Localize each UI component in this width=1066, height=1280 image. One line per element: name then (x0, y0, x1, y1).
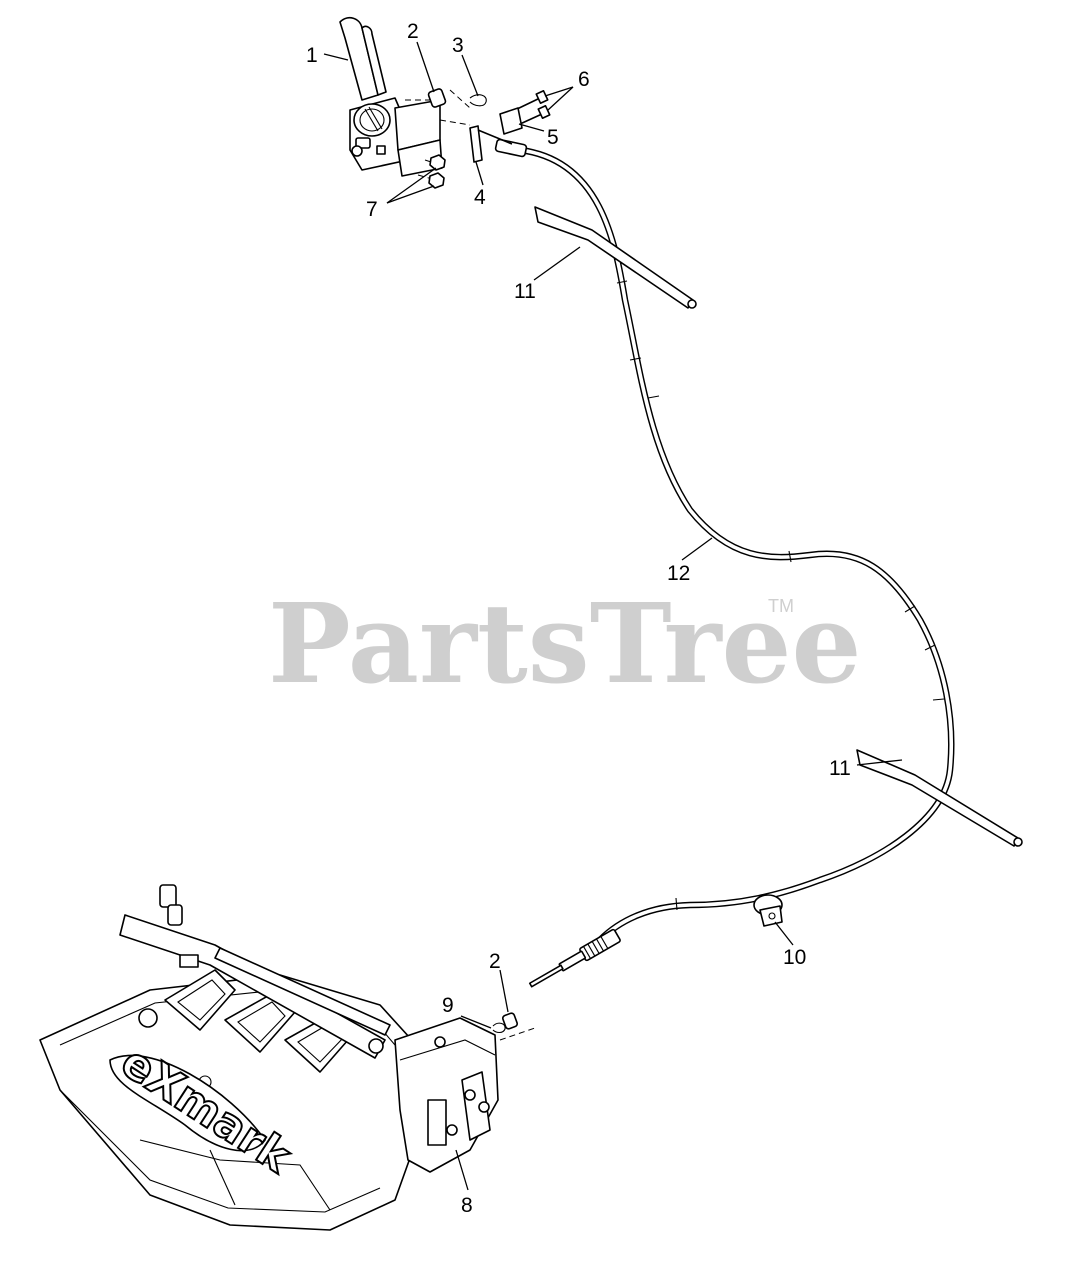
nuts (428, 154, 446, 189)
callout-7: 7 (366, 198, 378, 221)
watermark-tm: TM (768, 596, 794, 616)
clevis-pin-upper (427, 88, 447, 108)
control-cable (494, 138, 955, 988)
hairpin-clip (469, 94, 487, 107)
watermark-text: PartsTree (268, 579, 862, 708)
deck-assembly: eXmark (39, 884, 499, 1231)
mounting-plate (469, 125, 513, 163)
callout-5: 5 (547, 126, 559, 149)
leader-lines (323, 41, 903, 1191)
bracket-upper (534, 206, 697, 309)
callout-9: 9 (442, 994, 454, 1017)
callout-4: 4 (474, 186, 486, 209)
callout-8: 8 (461, 1194, 473, 1217)
cable-clamp (499, 107, 523, 135)
callout-10: 10 (783, 946, 806, 969)
callout-11-upper: 11 (514, 280, 536, 303)
lever-assembly (339, 16, 471, 181)
callout-11-lower: 11 (829, 757, 851, 780)
bracket-lower (856, 749, 1023, 847)
callout-12: 12 (667, 562, 690, 585)
callout-6: 6 (578, 68, 590, 91)
callout-3: 3 (452, 34, 464, 57)
callout-2: 2 (407, 20, 419, 43)
watermark: PartsTree TM (268, 579, 862, 708)
callout-1: 1 (306, 44, 318, 67)
hairpin-clip-lower (492, 1022, 506, 1034)
clevis-pin-lower (499, 1012, 536, 1041)
callout-2-lower: 2 (489, 950, 501, 973)
p-clamp (753, 894, 783, 927)
callouts: 1 2 3 6 5 4 7 11 12 11 10 2 9 8 (306, 20, 851, 1217)
